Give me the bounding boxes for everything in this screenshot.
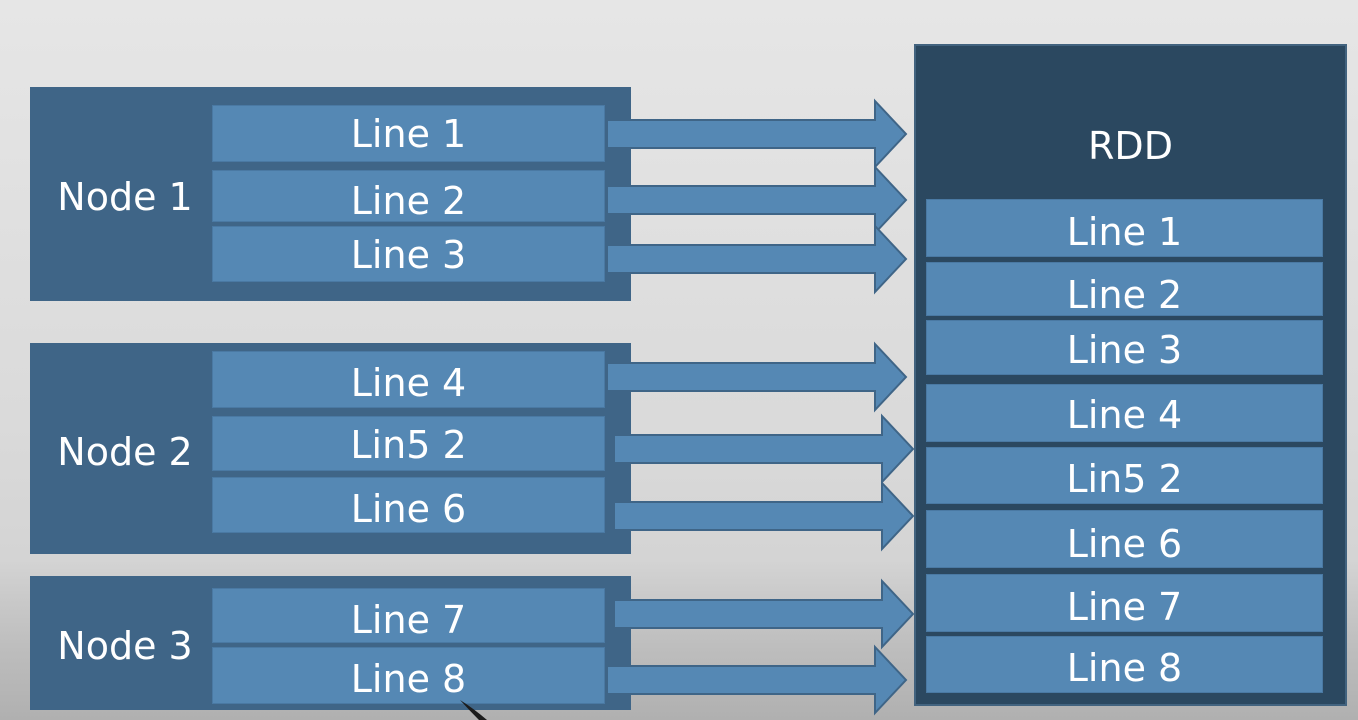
arrow-right-icon [606, 164, 908, 236]
rdd-line-6: Line 6 [926, 510, 1323, 568]
rdd-line-7: Line 7 [926, 574, 1323, 632]
node-3-line-1: Line 7 [212, 588, 605, 643]
node-2-line-1: Line 4 [212, 351, 605, 408]
rdd-line-1: Line 1 [926, 199, 1323, 257]
arrow-right-icon [606, 341, 908, 413]
arrow-right-icon [613, 413, 915, 485]
rdd-line-8: Line 8 [926, 636, 1323, 693]
rdd-line-4: Line 4 [926, 384, 1323, 442]
node-1-line-1: Line 1 [212, 105, 605, 162]
node-1-line-2: Line 2 [212, 170, 605, 223]
node-3-line-2: Line 8 [212, 647, 605, 704]
arrow-right-icon [606, 98, 908, 170]
rdd-line-5: Lin5 2 [926, 447, 1323, 504]
arrow-right-icon [606, 644, 908, 716]
node-2-line-3: Line 6 [212, 477, 605, 533]
rdd-line-2: Line 2 [926, 262, 1323, 317]
node-2-label: Node 2 [57, 430, 193, 474]
node-1-line-3: Line 3 [212, 226, 605, 282]
arrow-right-icon [613, 578, 915, 650]
node-1-label: Node 1 [57, 175, 193, 219]
node-3-label: Node 3 [57, 624, 193, 668]
floor-shadow [460, 700, 487, 720]
arrow-right-icon [613, 480, 915, 552]
arrow-right-icon [606, 223, 908, 295]
rdd-line-3: Line 3 [926, 320, 1323, 375]
rdd-title: RDD [1088, 124, 1173, 168]
node-2-line-2: Lin5 2 [212, 416, 605, 471]
